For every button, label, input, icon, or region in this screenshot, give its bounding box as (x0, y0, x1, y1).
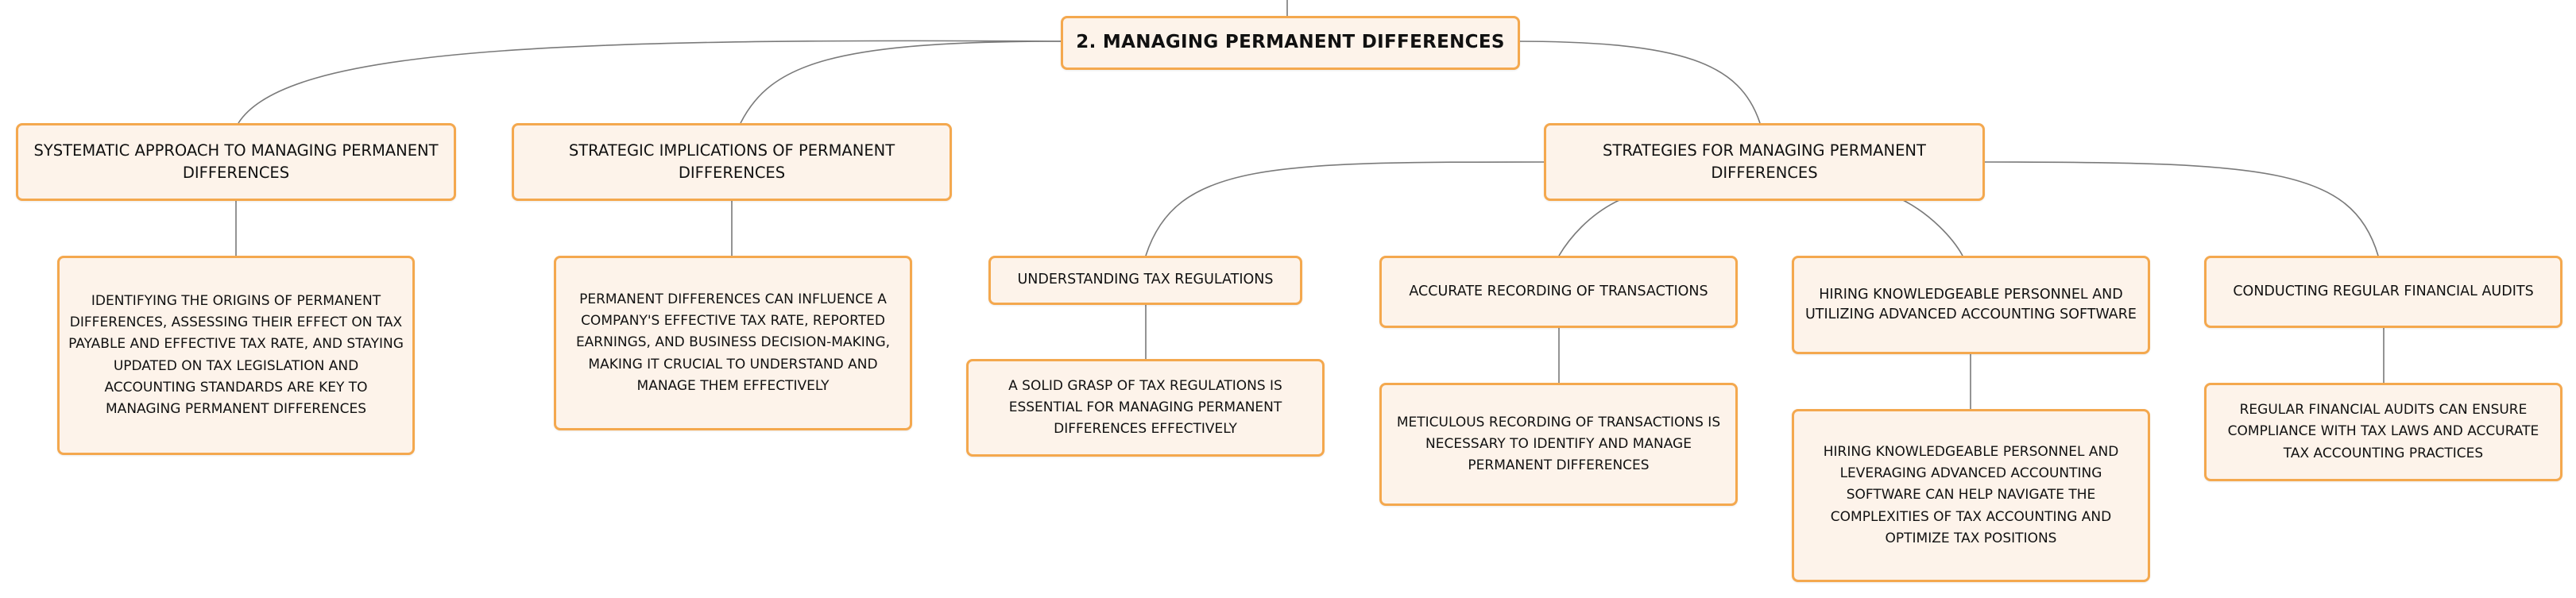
connector-topic-3-child-3 (1902, 199, 1963, 257)
detail-node-accurate-recording[interactable]: METICULOUS RECORDING OF TRANSACTIONS IS … (1379, 383, 1738, 506)
detail-node-strategic-implications[interactable]: PERMANENT DIFFERENCES CAN INFLUENCE A CO… (554, 256, 912, 430)
connector-topic-3-child-4 (1983, 161, 2379, 257)
child-node-accurate-recording[interactable]: ACCURATE RECORDING OF TRANSACTIONS (1379, 256, 1738, 328)
child-node-financial-audits[interactable]: CONDUCTING REGULAR FINANCIAL AUDITS (2204, 256, 2562, 328)
detail-node-hiring-personnel[interactable]: HIRING KNOWLEDGEABLE PERSONNEL AND LEVER… (1792, 409, 2150, 582)
topic-node-strategic-implications[interactable]: STRATEGIC IMPLICATIONS OF PERMANENT DIFF… (512, 123, 952, 201)
child-node-hiring-personnel[interactable]: HIRING KNOWLEDGEABLE PERSONNEL AND UTILI… (1792, 256, 2150, 354)
connector-root-topic-1 (238, 40, 1062, 124)
topic-node-strategies[interactable]: STRATEGIES FOR MANAGING PERMANENT DIFFER… (1544, 123, 1985, 201)
child-node-understanding-tax-regulations[interactable]: UNDERSTANDING TAX REGULATIONS (988, 256, 1302, 305)
detail-node-systematic-approach[interactable]: IDENTIFYING THE ORIGINS OF PERMANENT DIF… (57, 256, 415, 455)
connector-root-topic-2 (740, 41, 1062, 124)
root-node[interactable]: 2. MANAGING PERMANENT DIFFERENCES (1061, 16, 1520, 70)
connector-topic-3-child-1 (1145, 161, 1546, 257)
topic-node-systematic-approach[interactable]: SYSTEMATIC APPROACH TO MANAGING PERMANEN… (16, 123, 456, 201)
connector-topic-3-child-2 (1558, 199, 1620, 257)
connector-root-topic-3 (1513, 41, 1761, 124)
detail-node-financial-audits[interactable]: REGULAR FINANCIAL AUDITS CAN ENSURE COMP… (2204, 383, 2562, 481)
detail-node-understanding-tax-regulations[interactable]: A SOLID GRASP OF TAX REGULATIONS IS ESSE… (966, 359, 1325, 457)
